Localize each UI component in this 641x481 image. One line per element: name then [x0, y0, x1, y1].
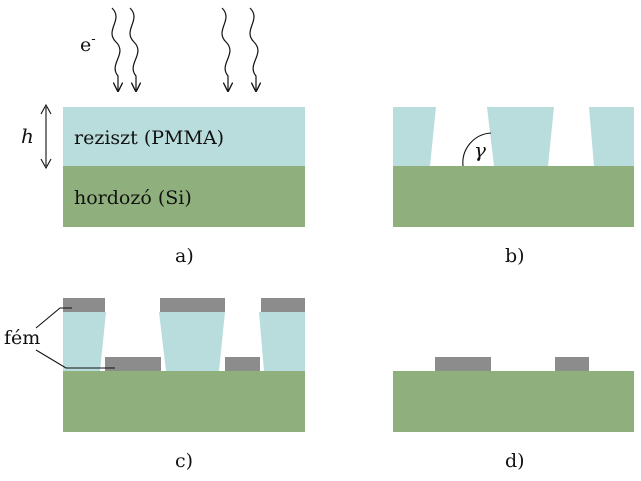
resist-segment-center [159, 312, 225, 371]
caption-b: b) [505, 245, 525, 267]
electron-wave-4 [249, 7, 258, 90]
substrate-label: hordozó (Si) [74, 187, 192, 209]
height-symbol: h [21, 124, 34, 148]
electron-label: e- [80, 32, 96, 56]
metal-leader-bottom [35, 349, 115, 369]
angle-symbol: γ [474, 138, 486, 162]
electron-wave-2 [129, 7, 138, 90]
panel-d: d) [393, 357, 634, 472]
metal-line-right [555, 357, 589, 371]
substrate-layer [63, 371, 305, 432]
caption-c: c) [175, 450, 193, 472]
metal-line-left [435, 357, 491, 371]
metal-leader-top [35, 307, 72, 329]
resist-segment-center [487, 107, 554, 166]
height-arrow-bottom [40, 158, 52, 170]
resist-segment-right [589, 107, 634, 166]
metal-on-resist-center [160, 298, 225, 312]
metal-on-substrate-left [105, 357, 161, 371]
panel-c: fém c) [4, 298, 305, 472]
electron-beams [111, 7, 258, 90]
metal-on-resist-left [63, 298, 105, 312]
metal-on-resist-right [261, 298, 305, 312]
angle-arc [462, 132, 492, 167]
metal-on-substrate-right [225, 357, 260, 371]
electron-wave-3 [221, 7, 230, 90]
resist-segment-left [63, 312, 106, 371]
height-dimension [40, 103, 52, 170]
caption-a: a) [175, 245, 194, 267]
resist-segment-left [393, 107, 436, 166]
resist-segment-right [259, 312, 305, 371]
panel-b: γ b) [393, 107, 634, 267]
electron-wave-1 [111, 7, 120, 90]
caption-d: d) [505, 450, 525, 472]
metal-label: fém [4, 327, 40, 349]
substrate-layer [63, 166, 305, 227]
height-arrow-top [40, 103, 52, 115]
resist-label: reziszt (PMMA) [74, 127, 224, 149]
substrate-layer [393, 166, 634, 227]
metal-leader-lines [35, 307, 115, 369]
resist-layer [63, 107, 305, 166]
substrate-layer [393, 371, 634, 432]
panel-a: e- h reziszt (PMMA) hordozó (Si) a) [21, 7, 305, 267]
